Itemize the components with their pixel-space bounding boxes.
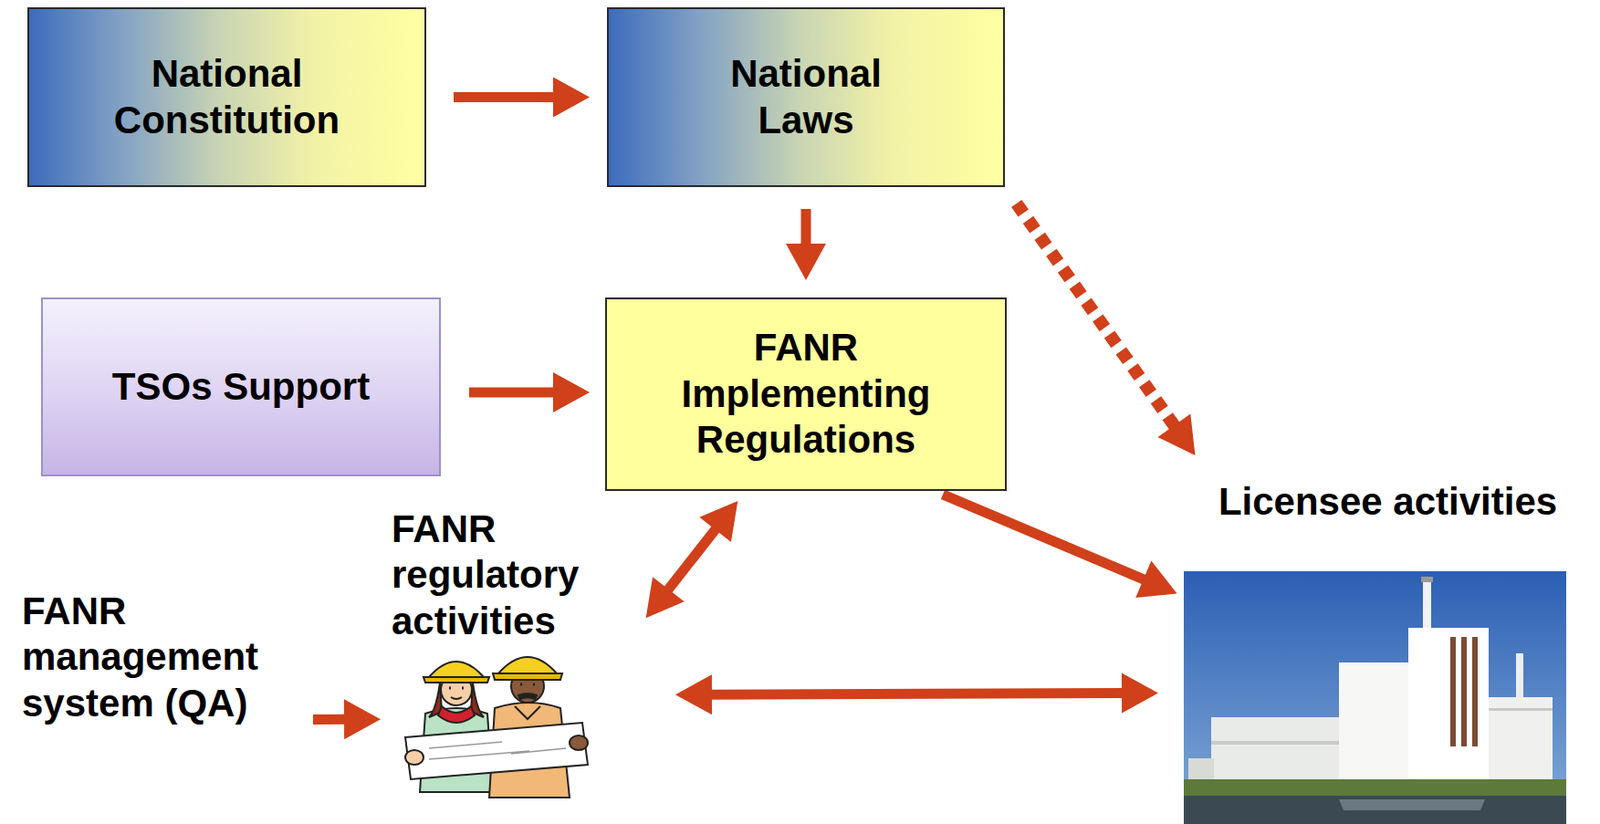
arrow-shaft	[801, 209, 812, 246]
illustration-part	[518, 693, 537, 700]
illustration-part	[1461, 637, 1467, 747]
plant-buildings	[1188, 576, 1553, 784]
arrow-head	[553, 77, 590, 118]
illustration-part	[405, 722, 588, 780]
regulator-node: FANR regulatory activities	[387, 506, 638, 811]
constitution-box: National Constitution	[27, 7, 427, 188]
illustration-part	[405, 750, 424, 765]
arrow-head	[1157, 414, 1195, 456]
licensee-node: Licensee activities	[1183, 479, 1589, 824]
flow-arrow	[453, 77, 590, 118]
tso-box: TSOs Support	[41, 297, 441, 477]
illustration-part	[520, 683, 535, 687]
water	[1183, 795, 1567, 824]
arrow-shaft	[313, 714, 346, 725]
laws-box: National Laws	[606, 7, 1005, 188]
flow-arrow	[646, 501, 739, 618]
illustration-part	[1488, 708, 1553, 712]
arrow-head	[1135, 561, 1177, 599]
sky	[1183, 571, 1567, 824]
illustration-part	[1211, 741, 1344, 745]
arrow-shaft	[469, 386, 555, 398]
node-label: FANR Implementing Regulations	[669, 324, 943, 463]
illustration-part	[569, 735, 588, 751]
node-label: Licensee activities	[1187, 479, 1589, 525]
illustration-part	[1488, 697, 1553, 784]
illustration-part	[1188, 758, 1214, 784]
node-label: TSOs Support	[112, 364, 370, 410]
flow-arrow	[942, 494, 1178, 598]
node-label: National Constitution	[99, 51, 356, 144]
illustration-part	[438, 706, 475, 723]
illustration-part	[498, 657, 557, 674]
arrow-head	[646, 576, 685, 618]
illustration-part	[1338, 662, 1412, 784]
arrow-head	[699, 501, 738, 543]
arrow-shaft	[453, 92, 555, 103]
arrow-shaft	[667, 528, 717, 591]
flow-arrow	[785, 209, 827, 281]
illustration-part	[1421, 576, 1433, 583]
node-label: FANR management system (QA)	[21, 588, 305, 727]
illustration-part	[1211, 717, 1344, 784]
arrow-shaft	[710, 693, 1124, 696]
illustration-part	[449, 687, 464, 691]
dotted-arrow	[1016, 203, 1196, 456]
flow-arrow	[313, 699, 381, 740]
arrow-head	[675, 674, 712, 715]
arrow-head	[553, 372, 590, 413]
node-label: National Laws	[714, 51, 898, 144]
illustration-part	[1472, 637, 1478, 747]
reflection	[1338, 799, 1485, 811]
management-node: FANR management system (QA)	[18, 588, 305, 727]
workers-illustration	[392, 646, 597, 805]
illustration-part	[428, 742, 566, 760]
illustration-part	[423, 677, 490, 683]
arrow-shaft	[1016, 203, 1176, 428]
illustration-part	[1408, 627, 1489, 784]
plan-sheet	[405, 722, 588, 780]
arrow-head	[344, 699, 381, 740]
flow-arrow	[469, 372, 590, 413]
power-plant-photo	[1183, 571, 1567, 824]
regulations-box: FANR Implementing Regulations	[605, 297, 1007, 492]
flow-arrow	[675, 673, 1159, 716]
arrow-shaft	[942, 494, 1146, 581]
arrow-head	[1121, 673, 1159, 714]
illustration-part	[1450, 637, 1456, 747]
illustration-part	[450, 697, 462, 700]
arrow-head	[785, 243, 827, 281]
illustration-part	[514, 706, 541, 720]
shore-grass	[1183, 779, 1567, 796]
illustration-part	[492, 673, 563, 680]
illustration-part	[428, 661, 484, 678]
node-label: FANR regulatory activities	[391, 506, 638, 645]
